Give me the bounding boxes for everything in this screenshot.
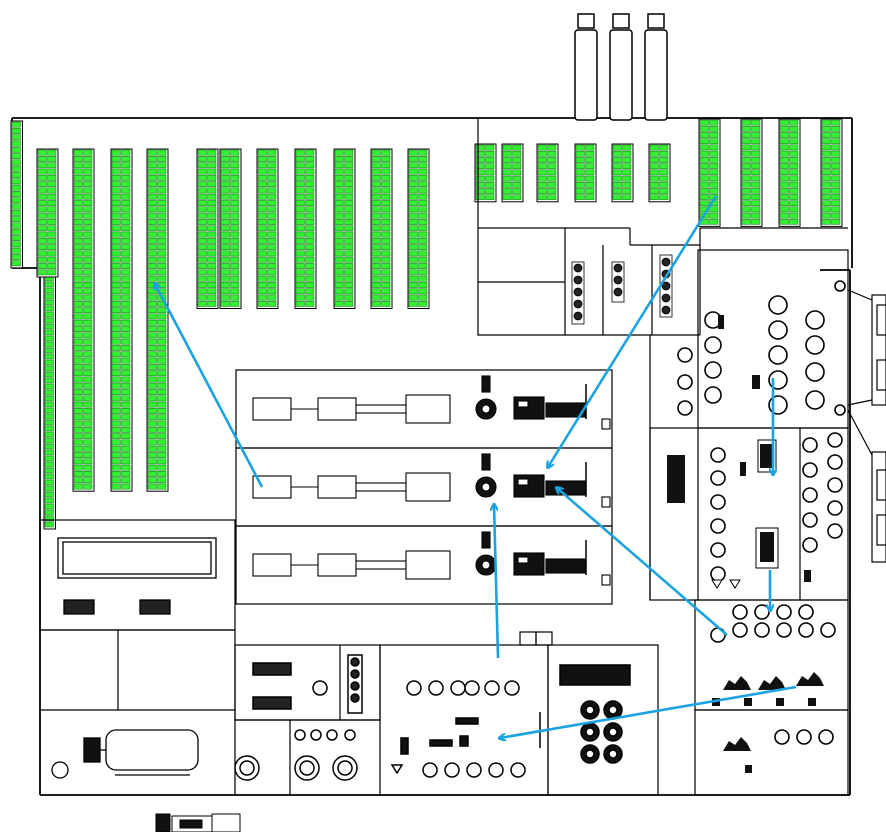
green-tank-icon xyxy=(256,148,279,309)
flow-arrow-icon xyxy=(548,195,718,467)
green-tank-icon xyxy=(219,148,242,309)
flow-arrow-icon xyxy=(557,488,728,636)
green-tank-icon xyxy=(648,143,671,203)
green-tank-icon xyxy=(474,143,497,203)
external-skids xyxy=(847,289,886,563)
green-tank-icon xyxy=(146,148,169,492)
green-tank-icon xyxy=(10,120,23,269)
green-tank-icon xyxy=(294,148,317,309)
green-tank-icon xyxy=(574,143,597,203)
pump-icon xyxy=(796,672,824,686)
green-tank-icon xyxy=(820,118,843,227)
right-black-units xyxy=(667,315,824,773)
pump-icon xyxy=(758,676,786,690)
green-tank-icon xyxy=(72,148,95,492)
green-tank-icon xyxy=(698,118,721,227)
pump-icon xyxy=(723,737,751,751)
green-tank-icon xyxy=(536,143,559,203)
pump-icon xyxy=(723,676,751,690)
green-tank-icon xyxy=(407,148,430,309)
green-tank-icon xyxy=(740,118,763,227)
interior-walls xyxy=(39,118,849,796)
green-tank-icon xyxy=(43,268,56,530)
train-equipment xyxy=(252,531,611,586)
flow-arrow-icon xyxy=(500,685,797,738)
green-tank-icon xyxy=(110,148,133,492)
green-tank-icon xyxy=(778,118,801,227)
gas-cylinders xyxy=(574,13,668,121)
tank-banks xyxy=(10,118,843,530)
utilities-left xyxy=(51,537,217,779)
flow-arrow-icon xyxy=(494,505,500,659)
outside-skid xyxy=(155,813,241,832)
green-tank-icon xyxy=(36,148,59,278)
green-tank-icon xyxy=(501,143,524,203)
train-equipment xyxy=(252,375,611,430)
green-tank-icon xyxy=(611,143,634,203)
process-equipment-right xyxy=(677,280,846,745)
green-tank-icon xyxy=(196,148,219,309)
train-equipment xyxy=(252,453,611,508)
ferm-trains xyxy=(252,375,611,586)
green-tank-icon xyxy=(333,148,356,309)
flow-arrows xyxy=(155,195,797,738)
process-equipment-bottom xyxy=(234,654,631,781)
flow-arrow-icon xyxy=(155,284,264,488)
green-tank-icon xyxy=(370,148,393,309)
